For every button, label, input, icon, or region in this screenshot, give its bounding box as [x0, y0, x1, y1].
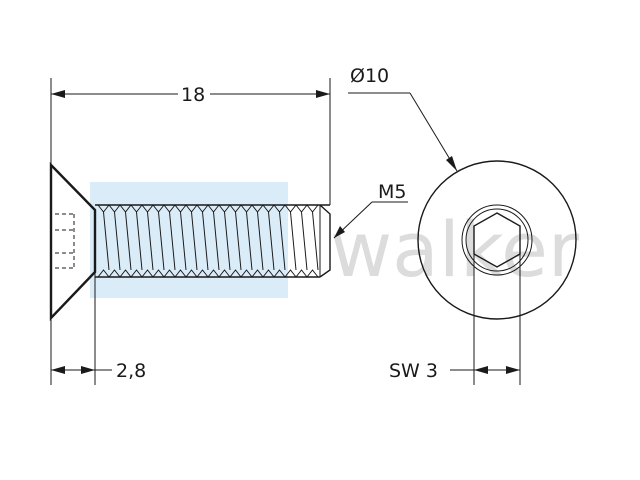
thread-label: M5: [378, 181, 406, 203]
socket-hidden-lines: [55, 213, 75, 269]
screw-top-view: [417, 160, 577, 320]
diameter-label: Ø10: [350, 65, 389, 87]
dimension-head-height: 2,8: [50, 272, 146, 385]
socket-size-label: SW 3: [389, 360, 438, 382]
watermark-text: walker: [330, 205, 580, 294]
socket-inner-circle: [465, 208, 529, 272]
diameter-callout: Ø10: [348, 65, 458, 172]
thread-flank-lines: [97, 204, 319, 278]
head-height-label: 2,8: [116, 360, 146, 382]
dimension-socket: SW 3: [389, 254, 521, 385]
watermark: walker: [90, 182, 580, 298]
hex-socket-icon: [473, 212, 521, 268]
thread-callout: M5: [333, 181, 408, 239]
socket-outer-circle: [461, 204, 533, 276]
screw-thread: [95, 204, 331, 278]
watermark-band: [90, 182, 288, 298]
dimension-length: 18: [50, 78, 331, 205]
head-circle: [417, 160, 577, 320]
screw-head-outline: [49, 162, 97, 321]
length-label: 18: [181, 84, 205, 106]
